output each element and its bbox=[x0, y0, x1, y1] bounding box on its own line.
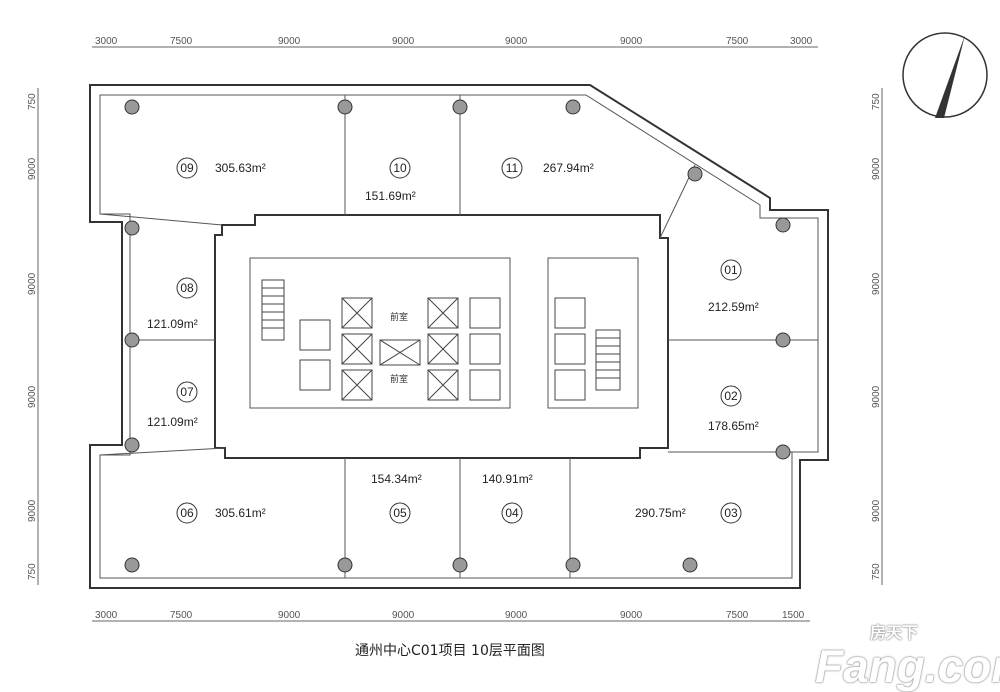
unit-02: 02 178.65m² bbox=[708, 385, 759, 433]
outer-wall bbox=[89, 84, 829, 589]
unit-10: 10 151.69m² bbox=[365, 157, 416, 203]
dim-left-5: 750 bbox=[27, 563, 38, 580]
dim-top-3: 9000 bbox=[392, 36, 415, 47]
plan-title: 通州中心C01项目 10层平面图 bbox=[355, 643, 545, 659]
dim-left-3: 9000 bbox=[27, 385, 38, 408]
dim-bottom-2: 9000 bbox=[278, 610, 301, 621]
unit-number: 09 bbox=[180, 161, 194, 175]
dim-top-6: 7500 bbox=[726, 36, 749, 47]
dim-right-1: 9000 bbox=[871, 157, 882, 180]
dim-left-2: 9000 bbox=[27, 272, 38, 295]
unit-number: 10 bbox=[393, 161, 407, 175]
dim-left-1: 9000 bbox=[27, 157, 38, 180]
dim-right-5: 750 bbox=[871, 563, 882, 580]
dim-bottom-0: 3000 bbox=[95, 610, 118, 621]
dim-right-4: 9000 bbox=[871, 499, 882, 522]
watermark-logo: 房天下 Fang.com bbox=[815, 623, 1000, 692]
unit-area: 212.59m² bbox=[708, 300, 759, 314]
dim-left-4: 9000 bbox=[27, 499, 38, 522]
unit-number: 07 bbox=[180, 385, 194, 399]
unit-area: 151.69m² bbox=[365, 189, 416, 203]
stairs-icon bbox=[261, 279, 621, 391]
dim-top-5: 9000 bbox=[620, 36, 643, 47]
unit-area: 140.91m² bbox=[482, 472, 533, 486]
core-label-2: 前室 bbox=[390, 373, 408, 384]
unit-04: 04 140.91m² bbox=[482, 472, 533, 524]
dim-top-0: 3000 bbox=[95, 36, 118, 47]
unit-area: 154.34m² bbox=[371, 472, 422, 486]
unit-number: 06 bbox=[180, 506, 194, 520]
unit-number: 11 bbox=[506, 161, 519, 175]
unit-area: 305.63m² bbox=[215, 161, 266, 175]
dim-top-7: 3000 bbox=[790, 36, 813, 47]
structural-columns bbox=[124, 99, 791, 573]
north-arrow-icon bbox=[902, 32, 988, 118]
dim-right-2: 9000 bbox=[871, 272, 882, 295]
unit-06: 06 305.61m² bbox=[176, 502, 266, 524]
unit-number: 01 bbox=[724, 263, 738, 277]
unit-number: 08 bbox=[180, 281, 194, 295]
bottom-dimension-line: 3000 7500 9000 9000 9000 9000 7500 1500 bbox=[92, 610, 810, 622]
dim-bottom-3: 9000 bbox=[392, 610, 415, 621]
unit-05: 05 154.34m² bbox=[371, 472, 422, 524]
unit-08: 08 121.09m² bbox=[147, 277, 198, 331]
unit-07: 07 121.09m² bbox=[147, 381, 198, 429]
unit-area: 121.09m² bbox=[147, 317, 198, 331]
dim-left-0: 750 bbox=[27, 93, 38, 110]
dim-bottom-7: 1500 bbox=[782, 610, 805, 621]
unit-area: 267.94m² bbox=[543, 161, 594, 175]
dim-bottom-4: 9000 bbox=[505, 610, 528, 621]
watermark-brand: Fang.com bbox=[815, 640, 1000, 692]
unit-area: 121.09m² bbox=[147, 415, 198, 429]
unit-partitions bbox=[99, 95, 818, 578]
building-core: 前室 前室 bbox=[214, 214, 669, 459]
top-dimension-line: 3000 7500 9000 9000 9000 9000 7500 3000 bbox=[92, 36, 818, 48]
dim-right-0: 750 bbox=[871, 93, 882, 110]
unit-area: 178.65m² bbox=[708, 419, 759, 433]
dim-bottom-1: 7500 bbox=[170, 610, 193, 621]
dim-top-1: 7500 bbox=[170, 36, 193, 47]
unit-number: 02 bbox=[724, 389, 738, 403]
dim-right-3: 9000 bbox=[871, 385, 882, 408]
unit-11: 11 267.94m² bbox=[501, 157, 594, 179]
unit-number: 03 bbox=[724, 506, 738, 520]
elevator-bank bbox=[299, 297, 586, 401]
unit-01: 01 212.59m² bbox=[708, 259, 759, 314]
dim-bottom-6: 7500 bbox=[726, 610, 749, 621]
unit-number: 04 bbox=[505, 506, 519, 520]
dim-bottom-5: 9000 bbox=[620, 610, 643, 621]
dim-top-4: 9000 bbox=[505, 36, 528, 47]
unit-area: 290.75m² bbox=[635, 506, 686, 520]
unit-area: 305.61m² bbox=[215, 506, 266, 520]
dim-top-2: 9000 bbox=[278, 36, 301, 47]
watermark-cn: 房天下 bbox=[870, 623, 919, 642]
right-dimension-line: 750 9000 9000 9000 9000 750 bbox=[871, 88, 883, 585]
left-dimension-line: 750 9000 9000 9000 9000 750 bbox=[27, 88, 39, 585]
unit-03: 03 290.75m² bbox=[635, 502, 742, 524]
core-label-1: 前室 bbox=[390, 311, 408, 322]
unit-09: 09 305.63m² bbox=[176, 157, 266, 179]
unit-number: 05 bbox=[393, 506, 407, 520]
